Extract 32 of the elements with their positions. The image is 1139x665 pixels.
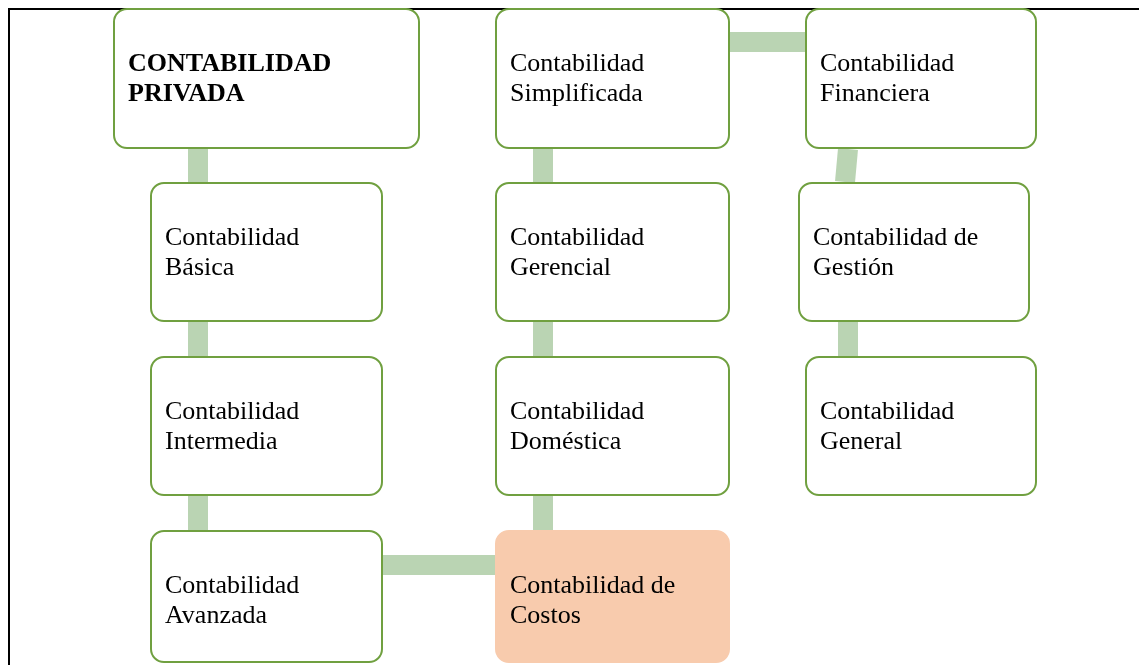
connector [730,32,805,52]
rounded-box [495,356,730,496]
box-label: Contabilidad de Costos [510,570,677,630]
rounded-box [805,8,1037,149]
rounded-box [150,356,383,496]
connector [533,496,553,530]
rounded-box [798,182,1030,322]
connector [188,149,208,182]
connector [188,322,208,356]
rounded-box [150,182,383,322]
box-label: Contabilidad Avanzada [165,570,301,630]
box-label: Contabilidad Simplificada [510,48,646,108]
connector [188,496,208,530]
box-label: Contabilidad General [820,396,956,456]
box-label: Contabilidad Básica [165,222,301,282]
rounded-box [805,356,1037,496]
connector [835,148,858,183]
connector [383,555,495,575]
highlighted-box [495,530,730,663]
rounded-box [495,182,730,322]
box-label: Contabilidad de Gestión [813,222,980,282]
box-label: Contabilidad Doméstica [510,396,646,456]
box-label: Contabilidad Financiera [820,48,956,108]
connector [533,149,553,182]
box-label: Contabilidad Intermedia [165,396,301,456]
rounded-box [150,530,383,663]
rounded-box [113,8,420,149]
box-label: CONTABILIDAD PRIVADA [128,48,333,108]
rounded-box [495,8,730,149]
connector [838,322,858,356]
box-label: Contabilidad Gerencial [510,222,646,282]
connector [533,322,553,356]
